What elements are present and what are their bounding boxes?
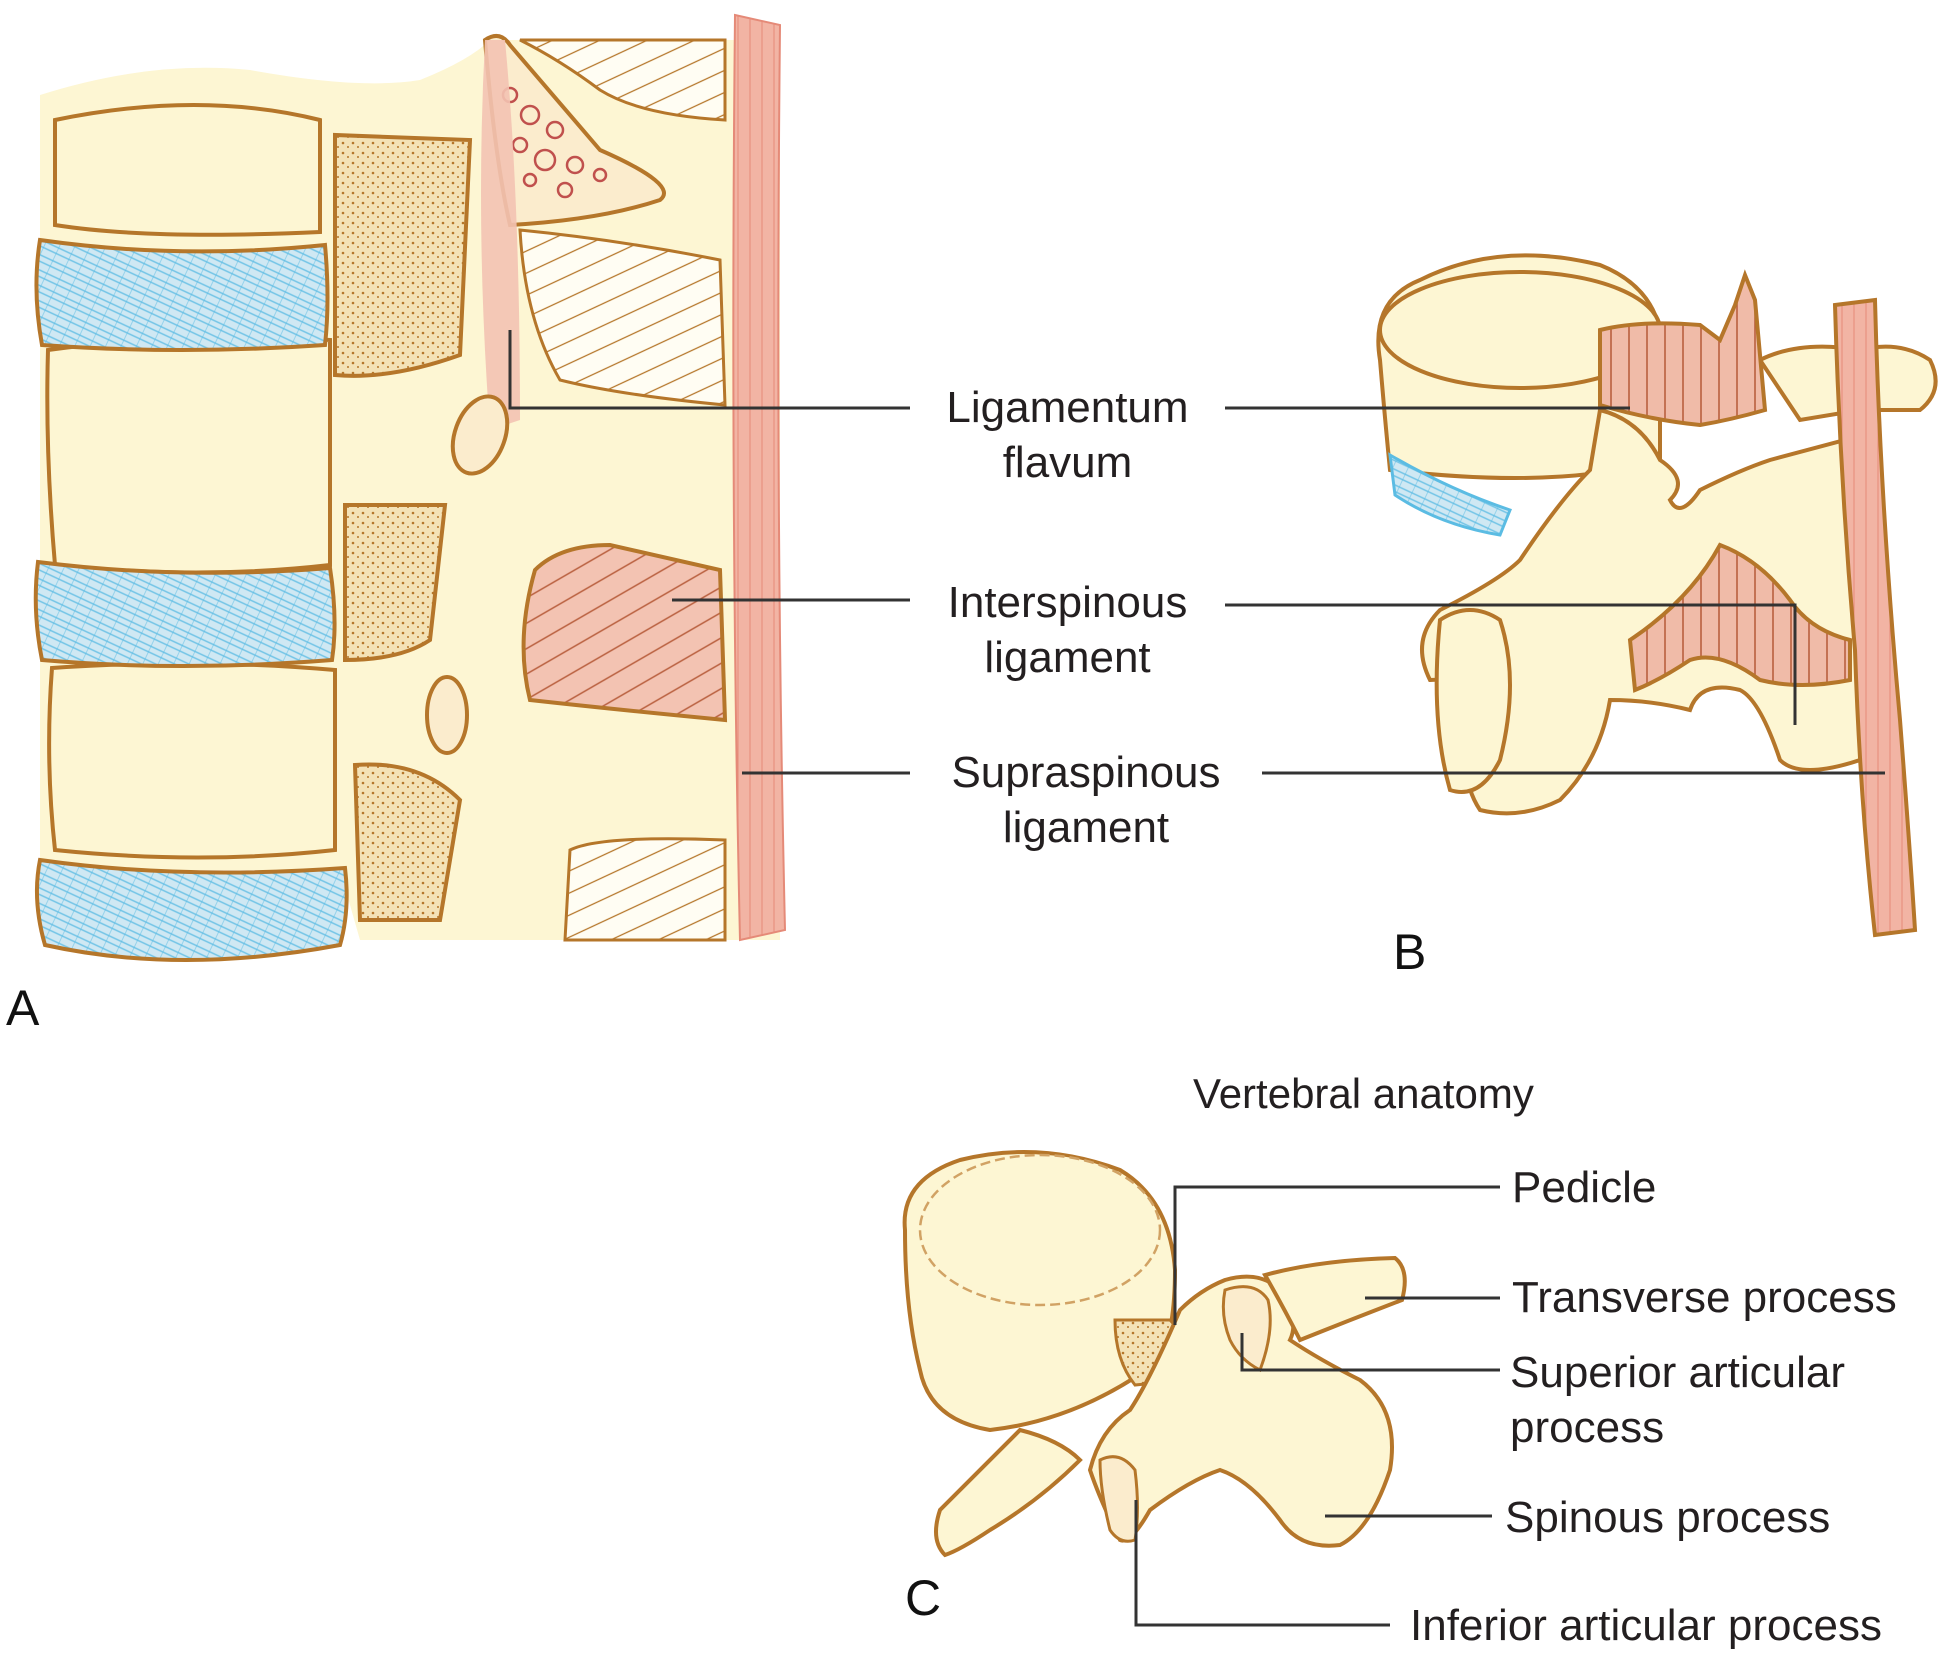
label-superior-articular-process: Superior articular process (1510, 1345, 1845, 1455)
label-supraspinous-ligament: Supraspinous ligament (910, 745, 1262, 855)
label-superior-articular-line2: process (1510, 1403, 1665, 1452)
label-ligamentum-flavum-line1: Ligamentum (946, 383, 1189, 432)
panel-c-leader-lines (1134, 1185, 1500, 1627)
label-interspinous-ligament: Interspinous ligament (910, 575, 1225, 685)
panel-a-illustration (33, 13, 787, 962)
leader-superior-articular-process (1240, 1333, 1500, 1372)
label-interspinous-line1: Interspinous (947, 578, 1188, 627)
intervertebral-disc-1 (34, 237, 330, 352)
pedicle-column-3 (352, 762, 463, 922)
vertebral-body-3 (47, 661, 337, 860)
panel-label-b: B (1393, 924, 1427, 980)
intervertebral-disc-2 (33, 559, 337, 668)
transverse-process-right-c (1261, 1255, 1407, 1343)
vertebral-bodies (45, 103, 337, 860)
panel-b-leader-lines (1225, 406, 1885, 775)
label-inferior-articular-process: Inferior articular process (1410, 1601, 1882, 1650)
intervertebral-disc-3 (34, 857, 349, 962)
inferior-articular-process-c (1098, 1455, 1139, 1543)
supraspinous-ligament-a (732, 13, 787, 942)
label-ligamentum-flavum: Ligamentum flavum (910, 380, 1225, 490)
vertebral-body-2 (45, 334, 332, 575)
vertebral-body-1 (53, 103, 322, 237)
articular-facet-1 (450, 394, 510, 476)
panel-label-a: A (6, 980, 40, 1036)
muscle-hatch-upper (518, 228, 727, 407)
supraspinous-ligament-b (1832, 297, 1918, 938)
vertebral-body-c-endplate (918, 1153, 1162, 1307)
muscle-hatch-lower (563, 837, 727, 942)
label-transverse-process: Transverse process (1512, 1273, 1897, 1322)
marrow-texture (501, 86, 608, 199)
panel-a-leader-lines (508, 330, 910, 775)
pedicle-column-1 (333, 132, 473, 378)
leader-interspinous-b (1225, 603, 1797, 725)
pedicle-column-2 (343, 503, 448, 663)
label-supraspinous-line1: Supraspinous (951, 748, 1221, 797)
interspinous-ligament-a (521, 542, 728, 723)
intervertebral-discs (33, 237, 349, 962)
label-pedicle: Pedicle (1512, 1163, 1657, 1212)
leader-ligamentum-flavum-a (508, 330, 910, 410)
muscle-hatch-top (519, 38, 727, 122)
label-interspinous-line2: ligament (984, 633, 1151, 682)
intervertebral-disc-b (1388, 452, 1512, 537)
panel-b-illustration (1376, 253, 1938, 938)
panel-c-title: Vertebral anatomy (1193, 1070, 1534, 1117)
pedicles-a (333, 132, 473, 922)
transverse-process-left-c (934, 1427, 1083, 1558)
label-spinous-process: Spinous process (1505, 1493, 1831, 1542)
inferior-process-b (1434, 608, 1512, 794)
vertebral-arch-b (1420, 407, 1885, 816)
label-ligamentum-flavum-line2: flavum (1002, 438, 1133, 487)
leader-inferior-articular-process (1134, 1500, 1390, 1627)
ligamentum-flavum-b (1598, 269, 1768, 428)
panel-c-illustration (902, 1150, 1407, 1558)
articular-facet-2 (425, 675, 469, 755)
panel-label-c: C (905, 1570, 942, 1626)
label-superior-articular-line1: Superior articular (1510, 1348, 1846, 1397)
leader-pedicle (1173, 1185, 1500, 1325)
label-supraspinous-line2: ligament (1002, 803, 1170, 852)
